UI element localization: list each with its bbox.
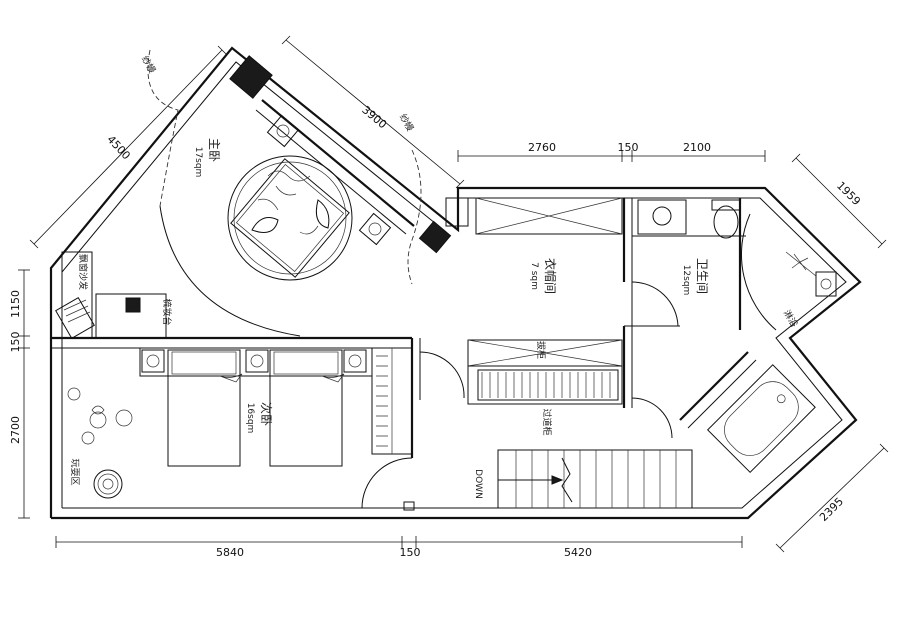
closet-top-storage: [475, 197, 623, 235]
dim-left-bottom: 2700: [9, 416, 22, 444]
closet-walls: [622, 198, 757, 429]
second-bedroom-furniture: [139, 347, 413, 467]
label-play-area: 玩耍区: [69, 458, 80, 485]
closet-lower-cabinets: [467, 339, 623, 405]
dim-master-diag: 4500: [104, 133, 133, 162]
nightstand-left: [266, 114, 300, 148]
wardrobe-second: [371, 347, 413, 455]
room-name-master: 主卧: [207, 138, 221, 162]
small-column: [50, 337, 63, 349]
bed-1: [167, 349, 241, 467]
label-curtain-2: 纱幔: [397, 112, 416, 134]
dresser: [95, 293, 167, 339]
nightstand-1: [141, 349, 165, 373]
bathtub: [706, 364, 816, 474]
room-area-second: 16sqm: [245, 403, 255, 434]
room-name-closet: 衣帽间: [543, 258, 558, 294]
room-area-master: 17sqm: [193, 147, 203, 178]
room-labels: 主卧 17sqm 衣帽间 7 sqm 卫生间 12sqm 次卧 16sqm: [193, 138, 709, 433]
bay-window-sofa: [55, 251, 95, 340]
master-diagonal-wall: [229, 55, 469, 254]
dim-top-closet: 2760: [528, 141, 556, 154]
play-area-furniture: [67, 387, 133, 499]
hanger-rail: [477, 369, 619, 401]
dim-bottom-left: 5840: [216, 546, 244, 559]
dim-top-gap: 150: [618, 141, 639, 154]
dim-top-bath: 2100: [683, 141, 711, 154]
curtain-track-2: [407, 149, 422, 285]
bed-2: [269, 349, 343, 467]
label-bay-sofa: 飘窗沙发: [77, 254, 89, 290]
dim-bottom-right: 5420: [564, 546, 592, 559]
room-name-bathroom: 卫生间: [695, 258, 709, 294]
dim-bottom-diag: 2395: [817, 495, 846, 524]
label-drop-cabinet: 拔柜: [535, 341, 547, 359]
label-shower: 淋浴: [781, 308, 800, 330]
dimension-labels: 4500 3900 2760 150 2100 1959 1150 150 27…: [9, 103, 863, 559]
master-arc-wall: [159, 205, 301, 337]
dim-bottom-gap: 150: [400, 546, 421, 559]
nightstand-right: [358, 212, 392, 246]
dim-left-top: 1150: [9, 290, 22, 318]
column-block: [229, 55, 273, 99]
round-bed: [227, 155, 353, 281]
room-name-second: 次卧: [259, 402, 273, 426]
outer-walls: [49, 46, 862, 520]
dim-master-top: 3900: [359, 103, 389, 131]
bathroom-fixtures: [637, 199, 837, 474]
shower-area: [785, 251, 837, 297]
label-dresser: 梳妆台: [161, 298, 173, 325]
dim-right-diag: 1959: [834, 179, 863, 208]
staircase: [497, 449, 693, 509]
dimension-lines: [18, 35, 889, 553]
room-area-bathroom: 12sqm: [681, 265, 691, 296]
label-stairs: DOWN: [473, 469, 483, 499]
curtain-track-1: [147, 49, 179, 207]
label-pass-cabinet: 过道柜: [541, 408, 553, 435]
nightstand-3: [343, 349, 367, 373]
label-curtain-1: 纱幔: [139, 54, 158, 76]
dim-left-gap: 150: [9, 332, 22, 353]
nightstand-2: [245, 349, 269, 373]
column-block-2: [418, 220, 452, 254]
doors: [361, 213, 777, 511]
middle-partition: [51, 336, 421, 458]
room-area-closet: 7 sqm: [529, 262, 539, 290]
